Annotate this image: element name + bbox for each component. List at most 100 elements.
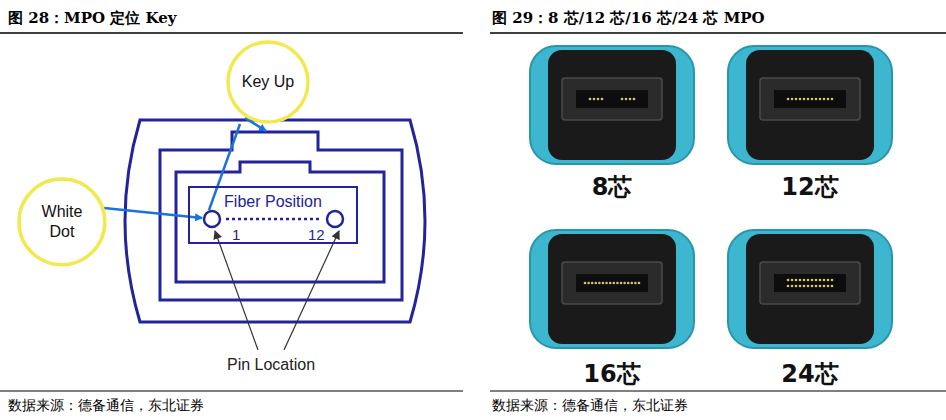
ferrule [760, 78, 860, 120]
fiber-dot [815, 98, 818, 101]
source-note: 数据来源：德备通信，东北证券 [8, 397, 204, 415]
footer-rule [490, 391, 946, 392]
fiber-dot [831, 285, 834, 288]
fiber-dot [799, 98, 802, 101]
fiber-dot [803, 98, 806, 101]
fiber-dot [819, 285, 822, 288]
fiber-dot [799, 285, 802, 288]
fiber-dot [807, 279, 810, 282]
middle-housing [160, 132, 402, 300]
outer-housing [125, 120, 425, 322]
ferrule [562, 262, 662, 304]
guide-pin [327, 211, 343, 227]
fiber-dot [631, 282, 634, 285]
teal-boot [728, 230, 892, 348]
fiber-dot [620, 282, 623, 285]
ferrule-face [576, 90, 648, 108]
black-housing [746, 50, 874, 160]
teal-boot [530, 46, 694, 164]
fiber-dot [827, 279, 830, 282]
fiber-dot [593, 98, 596, 101]
connector-photo [530, 230, 694, 348]
pin-leader [284, 231, 339, 350]
fiber-dot [629, 98, 632, 101]
callout-outline [17, 177, 107, 267]
ferrule-face [774, 90, 846, 108]
footer-rule [0, 391, 463, 392]
fiber-dot [587, 282, 590, 285]
fiber-count: 16芯 [583, 358, 640, 390]
fiber-count: 24芯 [781, 358, 838, 390]
callout-label: Pin Location [227, 356, 315, 374]
fiber-dot [595, 282, 598, 285]
fiber-dot [803, 285, 806, 288]
fiber-dot [601, 98, 604, 101]
fiber-dot [609, 282, 612, 285]
fiber-dot [811, 98, 814, 101]
fiber-dot [627, 282, 630, 285]
connector-photo [728, 46, 892, 164]
inner-housing [176, 162, 384, 282]
source-note: 数据来源：德备通信，东北证券 [492, 397, 688, 415]
fiber-dot [625, 98, 628, 101]
window-title: Fiber Position [224, 193, 322, 211]
fiber-dot [597, 98, 600, 101]
fiber-dot [811, 279, 814, 282]
fiber-dot [815, 285, 818, 288]
callout-text: White Dot [31, 202, 93, 242]
fiber-dot [811, 285, 814, 288]
fiber-dot [589, 98, 592, 101]
black-housing [746, 234, 874, 344]
fiber-dot [787, 285, 790, 288]
ferrule-face [576, 274, 648, 292]
connector-photo [728, 230, 892, 348]
fiber-dot [791, 98, 794, 101]
connector-photo [530, 46, 694, 164]
callout-circle: Key Up [226, 40, 310, 124]
header-rule [0, 32, 463, 34]
ferrule [562, 78, 662, 120]
fiber-dot [787, 98, 790, 101]
fiber-dot [584, 282, 587, 285]
pin-leader [215, 231, 258, 350]
fiber-dot [605, 282, 608, 285]
fiber-dot [815, 279, 818, 282]
callout-circle: White Dot [17, 177, 107, 267]
fiber-dot [598, 282, 601, 285]
ferrule-face [774, 274, 846, 292]
fiber-dot [795, 279, 798, 282]
fiber-dot [799, 279, 802, 282]
fiber-count: 12芯 [781, 171, 838, 203]
teal-boot [530, 230, 694, 348]
fiber-dot [803, 279, 806, 282]
fiber-dot [591, 282, 594, 285]
fiber-dot [827, 98, 830, 101]
fiber-dot [638, 282, 641, 285]
fiber-dot [819, 279, 822, 282]
guide-pin [204, 211, 220, 227]
figure-title: 图 28：MPO 定位 Key [8, 9, 176, 28]
callout-text: Key Up [242, 72, 294, 92]
fiber-dot [621, 98, 624, 101]
fiber-dot [613, 282, 616, 285]
fiber-dot [791, 285, 794, 288]
black-housing [548, 50, 676, 160]
fiber-dot [634, 282, 637, 285]
fiber-dot [623, 282, 626, 285]
fiber-dot [791, 279, 794, 282]
ferrule [760, 262, 860, 304]
fiber-window: Fiber Position 1 12 [188, 186, 358, 244]
fiber-dot [602, 282, 605, 285]
callout-ring [228, 42, 308, 122]
fiber-dotted-line [226, 218, 319, 221]
fiber-index: 12 [308, 226, 325, 243]
fiber-dot [831, 98, 834, 101]
fiber-dot [823, 285, 826, 288]
fiber-index: 1 [232, 226, 240, 243]
fiber-dot [795, 98, 798, 101]
header-rule [490, 32, 946, 34]
fiber-dot [827, 285, 830, 288]
fiber-dot [823, 279, 826, 282]
